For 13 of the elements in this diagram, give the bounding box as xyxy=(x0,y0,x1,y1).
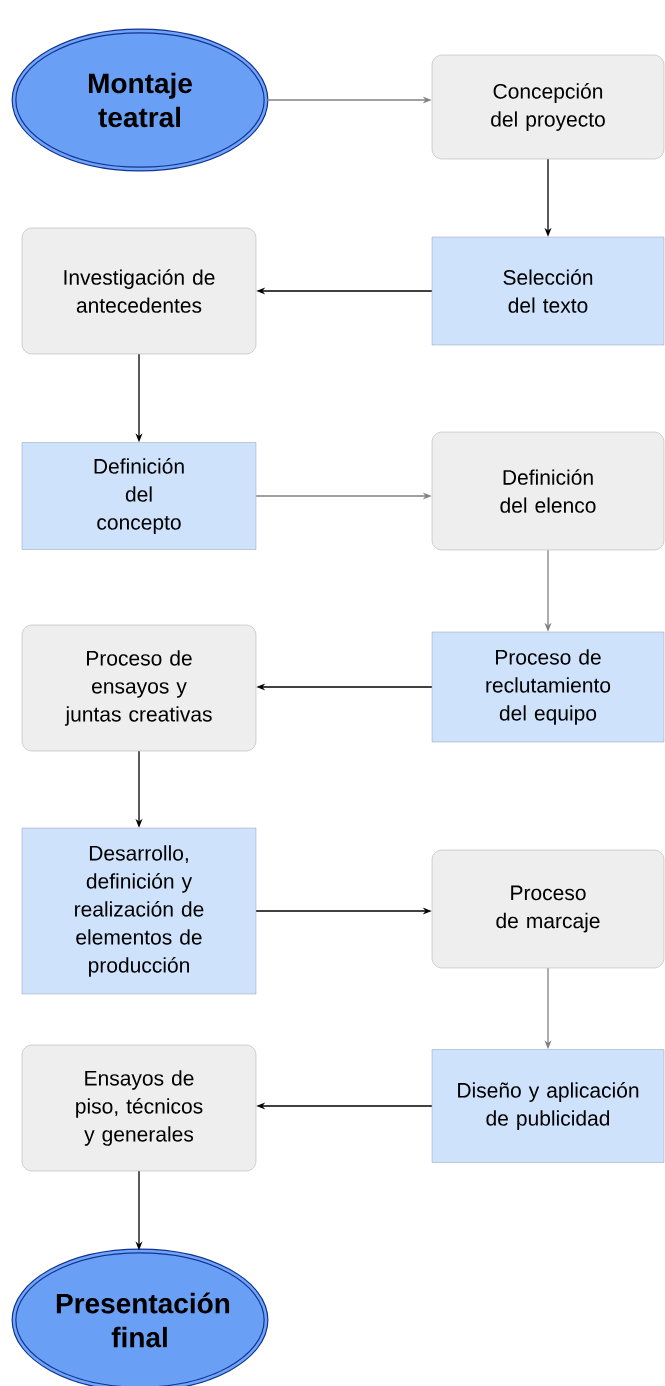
ellipse-node: Presentación final xyxy=(11,1248,269,1386)
process-box: Proceso de reclutamiento del equipo xyxy=(431,631,665,743)
process-box: Selección del texto xyxy=(431,236,665,346)
ellipse-node: Montaje teatral xyxy=(11,28,269,172)
process-box: Proceso de marcaje xyxy=(431,849,665,969)
process-box: Proceso de ensayos y juntas creativas xyxy=(21,624,257,752)
process-box: Definición del concepto xyxy=(21,442,257,550)
process-box: Concepción del proyecto xyxy=(431,54,665,160)
process-box: Investigación de antecedentes xyxy=(21,227,257,355)
process-box: Diseño y aplicación de publicidad xyxy=(431,1049,665,1163)
process-box: Definición del elenco xyxy=(431,431,665,551)
process-box: Desarrollo, definición y realización de elementos de producción xyxy=(21,827,257,995)
process-box: Ensayos de piso, técnicos y generales xyxy=(21,1044,257,1172)
